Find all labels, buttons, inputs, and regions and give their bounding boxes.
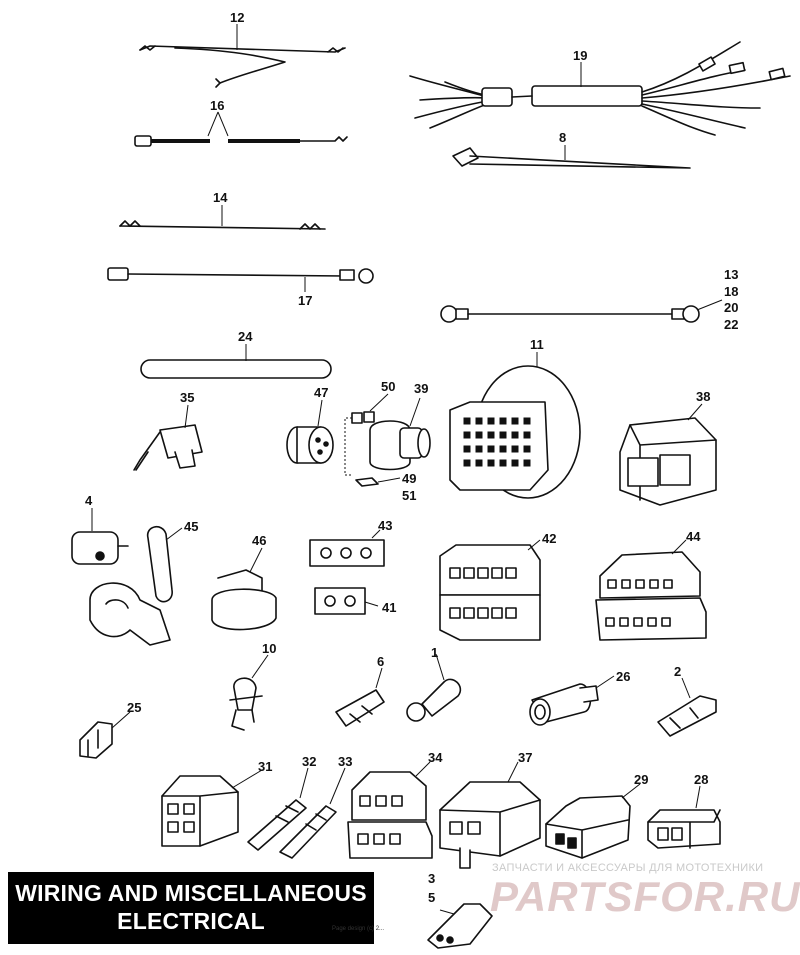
label-24: 24 (238, 329, 253, 344)
label-41: 41 (382, 600, 396, 615)
label-33: 33 (338, 754, 352, 769)
label-16: 16 (210, 98, 224, 113)
part-17-wire (107, 267, 374, 292)
label-18: 18 (724, 284, 738, 299)
label-46: 46 (252, 533, 266, 548)
label-34: 34 (428, 750, 443, 765)
part-35-socket (133, 404, 203, 471)
label-44: 44 (686, 529, 701, 544)
label-2: 2 (674, 664, 681, 679)
label-13: 13 (724, 267, 738, 282)
part-45-grommet (89, 526, 183, 646)
part-11-multi-pin-connector (449, 352, 581, 499)
label-19: 19 (573, 48, 587, 63)
part-32-terminal (247, 767, 309, 851)
part-2-terminal (657, 677, 717, 737)
part-47-round-connector (286, 399, 334, 464)
label-4: 4 (85, 493, 93, 508)
label-5: 5 (428, 890, 435, 905)
part-29-connector (545, 783, 641, 859)
part-42-connector-pair (439, 539, 541, 641)
label-31: 31 (258, 759, 272, 774)
part-8-cable-tie (452, 145, 691, 169)
watermark-logo: PARTSFOR.RU (490, 873, 800, 920)
part-6-terminal (335, 667, 385, 727)
label-6: 6 (377, 654, 384, 669)
part-1-ring-terminal (406, 653, 462, 722)
label-12: 12 (230, 10, 244, 25)
part-50-pin (344, 393, 389, 476)
part-44-connector-pair (595, 539, 707, 641)
label-45: 45 (184, 519, 198, 534)
label-50: 50 (381, 379, 395, 394)
label-39: 39 (414, 381, 428, 396)
title-line-2: ELECTRICAL (117, 908, 265, 934)
part-14-wire (119, 205, 326, 230)
page-design-credit: Page design (c) 2... (332, 926, 385, 932)
connector-11-pins (463, 417, 531, 467)
label-43: 43 (378, 518, 392, 533)
label-28: 28 (694, 772, 708, 787)
part-38-connector-housing (619, 403, 717, 506)
label-49: 49 (402, 471, 416, 486)
label-20: 20 (724, 300, 738, 315)
label-3: 3 (428, 871, 435, 886)
label-17: 17 (298, 293, 312, 308)
label-8: 8 (559, 130, 566, 145)
label-14: 14 (213, 190, 228, 205)
part-33-terminal (279, 767, 346, 859)
part-34-connector-pair (347, 761, 433, 859)
part-39-round-housing (369, 397, 431, 471)
part-24-sleeve (140, 344, 332, 379)
part-43-terminal-strip (309, 529, 385, 567)
part-25-connector (79, 711, 131, 759)
part-3-5-terminal (427, 903, 493, 949)
part-12-wire-harness (139, 24, 346, 88)
connector-42-cavities (449, 567, 517, 619)
label-35: 35 (180, 390, 194, 405)
part-46-terminal-boot (211, 547, 277, 631)
part-10-wire-clip (229, 654, 269, 731)
label-47: 47 (314, 385, 328, 400)
part-28-connector (647, 785, 721, 849)
part-49-51-terminal (355, 477, 401, 487)
label-11: 11 (530, 337, 544, 352)
part-37-connector-housing (439, 761, 541, 869)
part-41-terminal-strip (314, 587, 379, 615)
label-26: 26 (616, 669, 630, 684)
title-line-1: WIRING AND MISCELLANEOUS (15, 880, 367, 906)
label-25: 25 (127, 700, 141, 715)
part-31-connector (161, 769, 263, 847)
title-box: WIRING AND MISCELLANEOUS ELECTRICAL (8, 872, 374, 944)
label-1: 1 (431, 645, 438, 660)
part-16-wire (134, 111, 348, 147)
label-42: 42 (542, 531, 556, 546)
label-29: 29 (634, 772, 648, 787)
connector-44-cavities (605, 579, 673, 627)
part-13-18-20-22-ground-wire (440, 299, 723, 323)
label-10: 10 (262, 641, 276, 656)
watermark-subtitle: ЗАПЧАСТИ И АКСЕССУАРЫ ДЛЯ МОТОТЕХНИКИ (492, 862, 764, 874)
label-51: 51 (402, 488, 416, 503)
part-26-terminal-boot (529, 675, 615, 726)
label-37: 37 (518, 750, 532, 765)
part-4-clip (71, 508, 129, 565)
label-32: 32 (302, 754, 316, 769)
label-22: 22 (724, 317, 738, 332)
part-19-main-harness (409, 41, 791, 136)
label-38: 38 (696, 389, 710, 404)
